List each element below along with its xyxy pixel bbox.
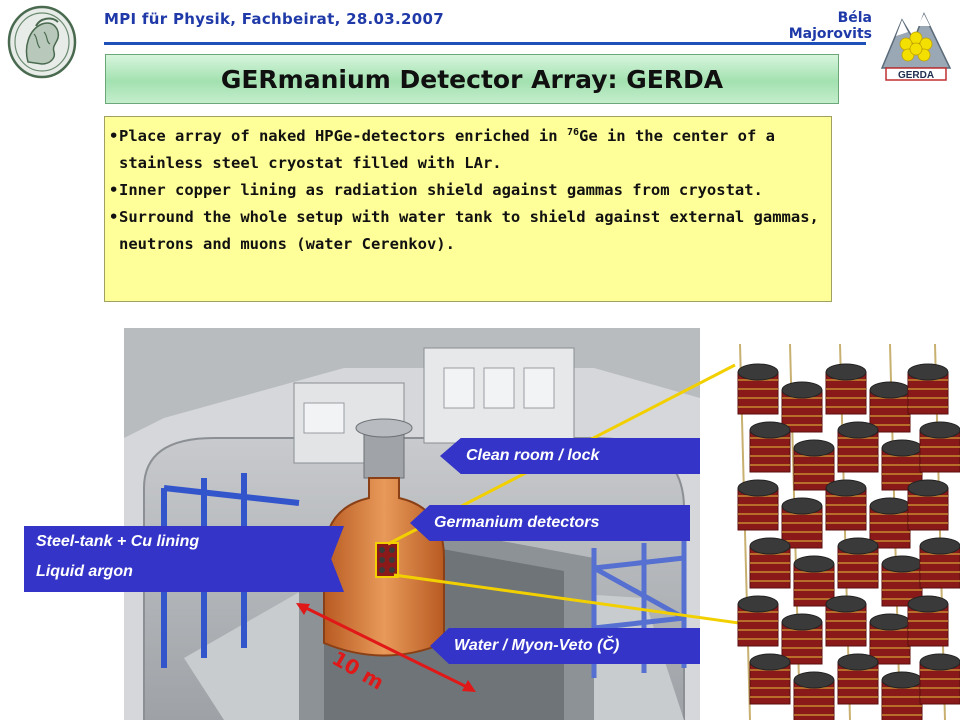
germanium-detector [793, 671, 835, 720]
germanium-detector [825, 363, 867, 415]
mpg-minerva-logo [7, 5, 77, 79]
germanium-detector [881, 671, 923, 720]
label-germanium-detectors: Germanium detectors [410, 505, 690, 541]
germanium-detector [869, 497, 911, 549]
germanium-detector [781, 497, 823, 549]
bullet-item: • Surround the whole setup with water ta… [109, 204, 821, 258]
bullet-list: • Place array of naked HPGe-detectors en… [104, 116, 832, 302]
germanium-detector [793, 439, 835, 491]
germanium-detector [837, 537, 879, 589]
title-banner: GERmanium Detector Array: GERDA [105, 54, 839, 104]
germanium-detector [825, 479, 867, 531]
germanium-detector [737, 363, 779, 415]
germanium-detector [781, 381, 823, 433]
bullet-text-3: Surround the whole setup with water tank… [119, 208, 819, 253]
germanium-detector [793, 555, 835, 607]
germanium-detector [919, 537, 960, 589]
germanium-detector [869, 613, 911, 665]
germanium-detector [737, 595, 779, 647]
germanium-detector [737, 479, 779, 531]
germanium-detector [825, 595, 867, 647]
bullet-dot: • [109, 127, 119, 145]
bullet-text-2: Inner copper lining as radiation shield … [119, 181, 763, 199]
bullet-text-1a: Place array of naked HPGe-detectors enri… [119, 127, 567, 145]
label-steel-tank: Steel-tank + Cu lining [36, 533, 200, 550]
germanium-detector [869, 381, 911, 433]
detector-array-closeup [737, 344, 960, 720]
header-author: Béla Majorovits [788, 10, 872, 42]
germanium-detector [749, 653, 791, 705]
germanium-detector [907, 595, 949, 647]
germanium-detector [919, 421, 960, 473]
gerda-logo-text: GERDA [898, 70, 934, 81]
germanium-detector [749, 537, 791, 589]
label-steel-tank-argon: Steel-tank + Cu lining Liquid argon [24, 526, 344, 592]
germanium-detector [907, 479, 949, 531]
label-water-veto: Water / Myon-Veto (Č) [430, 628, 700, 664]
label-liquid-argon: Liquid argon [36, 563, 133, 580]
bullet-text-1b: Ge in the center of a stainless steel cr… [119, 127, 775, 172]
bullet-dot: • [109, 181, 119, 199]
germanium-detector [781, 613, 823, 665]
germanium-detector [907, 363, 949, 415]
bullet-dot: • [109, 208, 119, 226]
gerda-logo: GERDA [880, 12, 952, 81]
header-event-text: MPI für Physik, Fachbeirat, 28.03.2007 [104, 10, 444, 28]
isotope-mass-number: 76 [566, 126, 579, 138]
germanium-detector [837, 653, 879, 705]
slide-title: GERmanium Detector Array: GERDA [220, 64, 724, 94]
bullet-item: • Place array of naked HPGe-detectors en… [109, 123, 821, 177]
germanium-detector [919, 653, 960, 705]
header-divider [104, 42, 866, 45]
germanium-detector [837, 421, 879, 473]
bullet-item: • Inner copper lining as radiation shiel… [109, 177, 821, 204]
label-clean-room: Clean room / lock [440, 438, 700, 474]
germanium-detector [749, 421, 791, 473]
